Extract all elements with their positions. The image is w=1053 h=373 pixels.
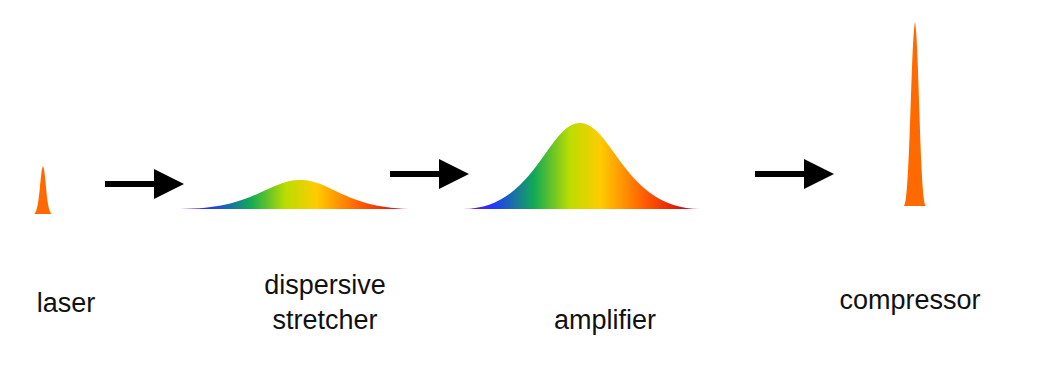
stage-label: laser <box>6 286 126 321</box>
short-pulse <box>34 166 52 214</box>
arrow <box>105 181 172 187</box>
stage-label: dispersive stretcher <box>240 268 410 338</box>
amplified-pulse <box>463 123 700 209</box>
stretched-pulse <box>180 180 415 209</box>
arrow <box>755 171 822 177</box>
stage-label: compressor <box>810 283 1010 318</box>
compressed-pulse <box>904 22 926 206</box>
arrow <box>390 171 457 177</box>
stage-label: amplifier <box>520 303 690 338</box>
